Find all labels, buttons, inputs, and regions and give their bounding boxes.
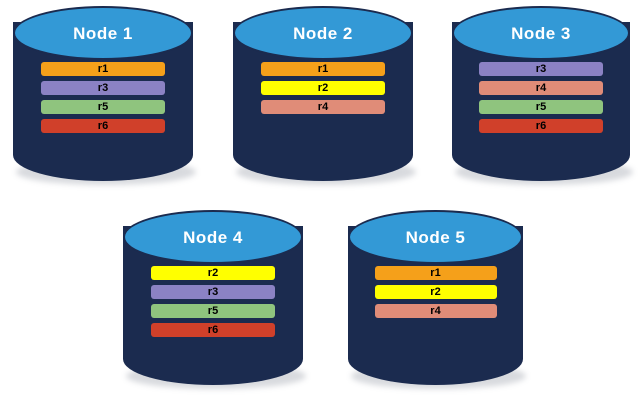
record-label: r6 — [207, 323, 219, 336]
record-bar[interactable]: r2 — [151, 266, 275, 280]
node-cylinder-top: Node 4 — [123, 210, 303, 264]
database-node[interactable]: Node 3 r3 r4 r5 r6 — [452, 6, 633, 185]
record-label: r1 — [97, 62, 109, 75]
record-bar[interactable]: r4 — [374, 304, 497, 318]
node-cylinder-top: Node 2 — [233, 6, 413, 60]
record-bar[interactable]: r6 — [41, 119, 165, 133]
record-bar[interactable]: r3 — [151, 285, 275, 299]
record-label: r5 — [97, 100, 109, 113]
record-label: r4 — [430, 304, 441, 317]
record-label: r3 — [97, 81, 109, 94]
node-title: Node 1 — [73, 23, 133, 43]
database-node[interactable]: Node 5 r1 r2 r4 — [348, 210, 526, 389]
record-label: r4 — [535, 81, 547, 94]
record-bar[interactable]: r6 — [151, 323, 275, 337]
record-bar[interactable]: r1 — [261, 62, 385, 76]
record-label: r2 — [317, 81, 329, 94]
database-node[interactable]: Node 4 r2 r3 r5 r6 — [123, 210, 306, 389]
node-record-list: r2 r3 r5 r6 — [123, 266, 303, 337]
record-bar[interactable]: r3 — [479, 62, 603, 76]
node-cylinder-top: Node 5 — [348, 210, 523, 264]
record-label: r3 — [207, 285, 219, 298]
record-bar[interactable]: r5 — [151, 304, 275, 318]
record-bar[interactable]: r5 — [479, 100, 603, 114]
record-label: r2 — [207, 266, 219, 279]
node-title: Node 2 — [293, 23, 353, 43]
record-bar[interactable]: r6 — [479, 119, 603, 133]
record-bar[interactable]: r2 — [374, 285, 497, 299]
record-label: r4 — [317, 100, 329, 113]
record-bar[interactable]: r4 — [479, 81, 603, 95]
record-bar[interactable]: r1 — [41, 62, 165, 76]
node-title: Node 5 — [405, 227, 466, 247]
record-label: r5 — [535, 100, 547, 113]
record-label: r3 — [535, 62, 547, 75]
record-label: r6 — [535, 119, 547, 132]
record-bar[interactable]: r1 — [374, 266, 497, 280]
node-cylinder-top: Node 3 — [452, 6, 630, 60]
node-cylinder-top: Node 1 — [13, 6, 193, 60]
node-record-list: r1 r2 r4 — [348, 266, 523, 318]
node-record-list: r1 r2 r4 — [233, 62, 413, 114]
record-bar[interactable]: r5 — [41, 100, 165, 114]
record-label: r1 — [317, 62, 329, 75]
record-bar[interactable]: r3 — [41, 81, 165, 95]
node-title: Node 4 — [183, 227, 243, 247]
record-label: r5 — [207, 304, 219, 317]
record-label: r6 — [97, 119, 109, 132]
record-label: r2 — [430, 285, 441, 298]
record-label: r1 — [430, 266, 441, 279]
node-title: Node 3 — [511, 23, 571, 43]
node-record-list: r3 r4 r5 r6 — [452, 62, 630, 133]
database-node[interactable]: Node 1 r1 r3 r5 r6 — [13, 6, 196, 185]
record-bar[interactable]: r4 — [261, 100, 385, 114]
record-bar[interactable]: r2 — [261, 81, 385, 95]
node-record-list: r1 r3 r5 r6 — [13, 62, 193, 133]
database-node[interactable]: Node 2 r1 r2 r4 — [233, 6, 416, 185]
